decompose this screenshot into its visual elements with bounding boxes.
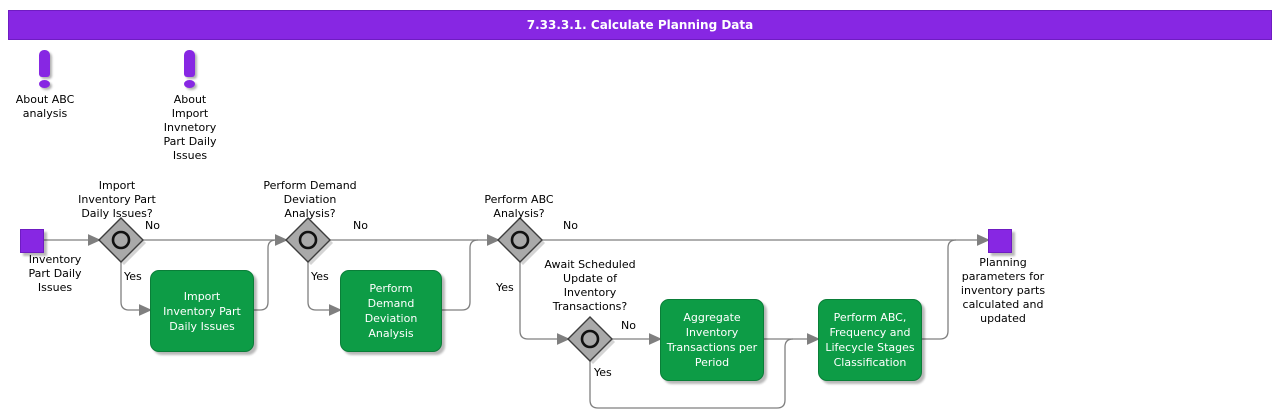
- activity-import-issues[interactable]: Import Inventory Part Daily Issues: [150, 270, 254, 352]
- edge-label-yes-4: Yes: [594, 366, 612, 379]
- activity-demand-deviation[interactable]: Perform Demand Deviation Analysis: [340, 270, 442, 352]
- edge-gateway4-yes-loop: [589, 338, 794, 409]
- gateway-demand-deviation: [285, 217, 333, 265]
- gateway-await-update: [567, 316, 615, 364]
- edge-gateway3-yes: [519, 262, 570, 345]
- note-exclamation-icon-abc[interactable]: [39, 50, 50, 88]
- edge-gateway1-yes: [120, 262, 152, 316]
- question-import-issues: Import Inventory Part Daily Issues?: [78, 179, 156, 220]
- question-await-update: Await Scheduled Update of Inventory Tran…: [544, 258, 636, 313]
- start-node-label: Inventory Part Daily Issues: [28, 253, 82, 294]
- edge-label-no-4: No: [621, 319, 636, 332]
- exclamation-bar-icon: [39, 50, 50, 77]
- diagram-title: 7.33.3.1. Calculate Planning Data: [8, 10, 1272, 40]
- note-label-abc: About ABC analysis: [15, 93, 75, 120]
- gateway-import-issues: [98, 217, 146, 265]
- activity-abc-classification[interactable]: Perform ABC, Frequency and Lifecycle Sta…: [818, 299, 922, 381]
- edge-label-yes-3: Yes: [496, 281, 514, 294]
- exclamation-dot-icon: [184, 80, 195, 88]
- edge-activity1-return: [252, 239, 277, 311]
- edge-label-no-3: No: [563, 219, 578, 232]
- edge-label-no-1: No: [145, 219, 160, 232]
- gateway-abc-analysis: [497, 217, 545, 265]
- edge-activity4-return: [920, 239, 957, 340]
- edge-activity2-return: [440, 239, 479, 311]
- edge-label-yes-1: Yes: [124, 270, 142, 283]
- question-demand-deviation: Perform Demand Deviation Analysis?: [263, 179, 357, 220]
- start-node: [20, 229, 44, 253]
- exclamation-dot-icon: [39, 80, 50, 88]
- edge-label-no-2: No: [353, 219, 368, 232]
- note-label-import: About Import Invnetory Part Daily Issues: [163, 93, 217, 162]
- edge-gateway2-yes: [307, 262, 342, 316]
- end-node: [988, 229, 1012, 253]
- edge-label-yes-2: Yes: [311, 270, 329, 283]
- note-exclamation-icon-import[interactable]: [184, 50, 195, 88]
- end-node-label: Planning parameters for inventory parts …: [960, 256, 1046, 325]
- activity-aggregate-transactions[interactable]: Aggregate Inventory Transactions per Per…: [660, 299, 764, 381]
- exclamation-bar-icon: [184, 50, 195, 77]
- question-abc-analysis: Perform ABC Analysis?: [484, 193, 554, 220]
